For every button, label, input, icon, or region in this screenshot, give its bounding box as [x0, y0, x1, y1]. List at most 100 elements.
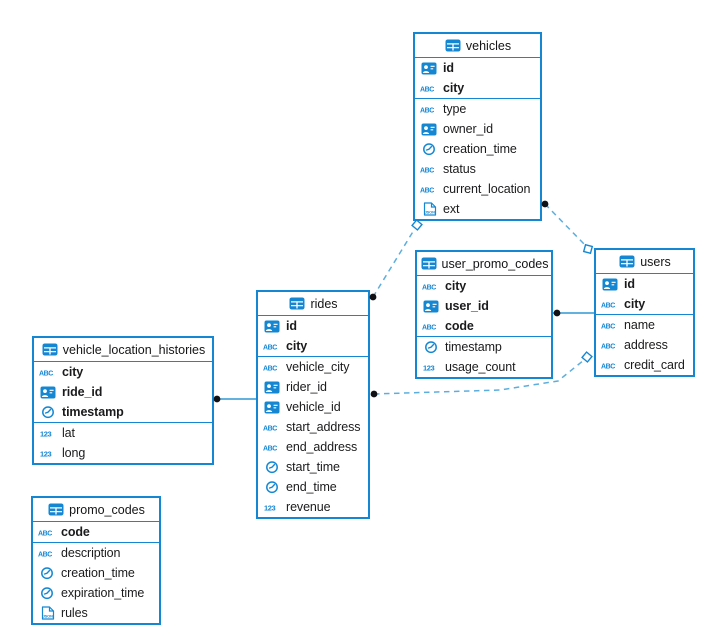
table-header[interactable]: vehicles: [415, 34, 540, 58]
svg-text:123: 123: [264, 504, 276, 513]
edge-square-marker: [411, 219, 423, 231]
field-row-start_time[interactable]: start_time: [258, 457, 368, 477]
field-row-rider_id[interactable]: rider_id: [258, 377, 368, 397]
table-header[interactable]: promo_codes: [33, 498, 159, 522]
datetime-icon: [263, 460, 281, 474]
field-row-timestamp[interactable]: timestamp: [417, 337, 551, 357]
field-name: vehicle_city: [286, 360, 350, 374]
id-card-icon: [420, 122, 438, 136]
field-name: start_address: [286, 420, 361, 434]
field-name: expiration_time: [61, 586, 145, 600]
field-row-expiration_time[interactable]: expiration_time: [33, 583, 159, 603]
table-name: users: [640, 254, 671, 269]
svg-text:ABC: ABC: [601, 364, 615, 371]
field-row-credit_card[interactable]: ABC credit_card: [596, 355, 693, 375]
table-header[interactable]: users: [596, 250, 693, 274]
svg-text:ABC: ABC: [422, 325, 436, 332]
field-name: city: [443, 81, 465, 95]
svg-text:123: 123: [40, 430, 52, 439]
text-icon: ABC: [601, 297, 619, 311]
field-row-owner_id[interactable]: owner_id: [415, 119, 540, 139]
field-row-ride_id[interactable]: ride_id: [34, 382, 212, 402]
number-icon: 123: [39, 446, 57, 460]
svg-text:ABC: ABC: [420, 108, 434, 115]
table-header[interactable]: rides: [258, 292, 368, 316]
field-row-id[interactable]: id: [415, 58, 540, 78]
id-card-icon: [422, 299, 440, 313]
svg-text:123: 123: [40, 450, 52, 459]
datetime-icon: [38, 586, 56, 600]
edge-dot-marker: [370, 390, 378, 398]
field-name: id: [443, 61, 454, 75]
field-row-id[interactable]: id: [258, 316, 368, 336]
text-icon: ABC: [601, 338, 619, 352]
field-row-vehicle_id[interactable]: vehicle_id: [258, 397, 368, 417]
text-icon: ABC: [422, 279, 440, 293]
field-name: end_address: [286, 440, 358, 454]
field-row-creation_time[interactable]: creation_time: [415, 139, 540, 159]
field-row-end_time[interactable]: end_time: [258, 477, 368, 497]
edge-vehicle_location_histories-rides[interactable]: [213, 395, 256, 403]
field-row-timestamp[interactable]: timestamp: [34, 402, 212, 422]
datetime-icon: [420, 142, 438, 156]
edge-dot-marker: [541, 200, 549, 208]
table-header[interactable]: vehicle_location_histories: [34, 338, 212, 362]
field-name: ride_id: [62, 385, 103, 399]
text-icon: ABC: [422, 319, 440, 333]
field-row-user_id[interactable]: user_id: [417, 296, 551, 316]
svg-text:ABC: ABC: [422, 285, 436, 292]
svg-text:123: 123: [423, 364, 435, 373]
field-name: credit_card: [624, 358, 685, 372]
field-row-id[interactable]: id: [596, 274, 693, 294]
edge-line[interactable]: [544, 203, 587, 247]
text-icon: ABC: [601, 358, 619, 372]
edge-user_promo_codes-users[interactable]: [553, 309, 594, 317]
table-name: rides: [310, 296, 338, 311]
field-name: description: [61, 546, 121, 560]
id-card-icon: [263, 400, 281, 414]
field-row-creation_time[interactable]: creation_time: [33, 563, 159, 583]
svg-text:ABC: ABC: [601, 303, 615, 310]
text-icon: ABC: [420, 182, 438, 196]
table-header[interactable]: user_promo_codes: [417, 252, 551, 276]
table-name: promo_codes: [69, 502, 145, 517]
edge-line[interactable]: [372, 229, 415, 298]
field-name: ext: [443, 202, 460, 216]
field-name: name: [624, 318, 655, 332]
edge-vehicles-users[interactable]: [541, 200, 594, 255]
